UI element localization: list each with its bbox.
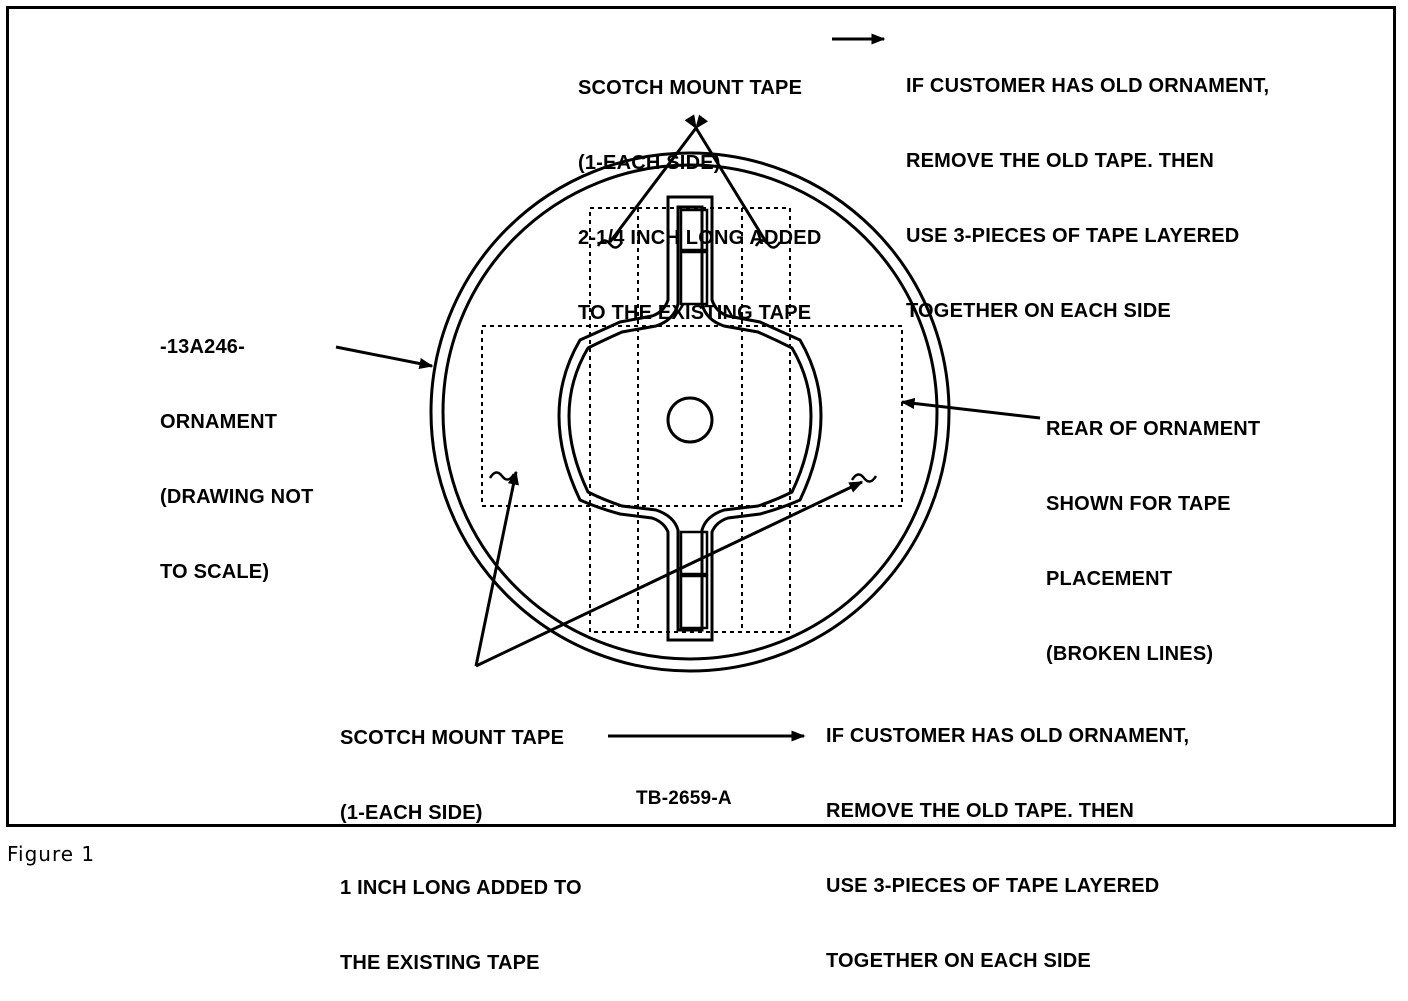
bottom-old-ornament-note: IF CUSTOMER HAS OLD ORNAMENT, REMOVE THE… xyxy=(826,674,1189,999)
text-line: (BROKEN LINES) xyxy=(1046,643,1214,665)
ornament-diagram xyxy=(335,33,1041,742)
text-line: PLACEMENT xyxy=(1046,568,1173,590)
ornament-part-label: -13A246- ORNAMENT (DRAWING NOT TO SCALE) xyxy=(160,285,314,610)
text-line: SCOTCH MOUNT TAPE xyxy=(340,727,565,749)
text-line: TO SCALE) xyxy=(160,561,270,583)
figure-frame xyxy=(6,6,1396,827)
text-line: ORNAMENT xyxy=(160,411,278,433)
tape-placement-dashed-areas xyxy=(481,207,903,633)
text-line: -13A246- xyxy=(160,336,245,358)
text-line: TO THE EXISTING TAPE xyxy=(578,302,812,324)
text-line: TOGETHER ON EACH SIDE xyxy=(826,950,1091,972)
figure-caption: Figure 1 xyxy=(7,842,96,866)
rear-view-label: REAR OF ORNAMENT SHOWN FOR TAPE PLACEMEN… xyxy=(1046,367,1260,692)
top-tape-label: SCOTCH MOUNT TAPE (1-EACH SIDE) 2-1/4 IN… xyxy=(578,26,822,351)
text-line: REMOVE THE OLD TAPE. THEN xyxy=(906,150,1214,172)
text-line: IF CUSTOMER HAS OLD ORNAMENT, xyxy=(826,725,1190,747)
ornament-inner-ring xyxy=(441,163,939,661)
text-line: USE 3-PIECES OF TAPE LAYERED xyxy=(826,875,1160,897)
text-line: SCOTCH MOUNT TAPE xyxy=(578,77,803,99)
text-line: IF CUSTOMER HAS OLD ORNAMENT, xyxy=(906,75,1270,97)
text-line: REAR OF ORNAMENT xyxy=(1046,418,1261,440)
text-line: 2-1/4 INCH LONG ADDED xyxy=(578,227,822,249)
text-line: THE EXISTING TAPE xyxy=(340,952,540,974)
text-line: (1-EACH SIDE) xyxy=(340,802,483,824)
drawing-number: TB-2659-A xyxy=(636,788,732,809)
text-line: 1 INCH LONG ADDED TO xyxy=(340,877,582,899)
text-line: (1-EACH SIDE) xyxy=(578,152,721,174)
bottom-tape-label: SCOTCH MOUNT TAPE (1-EACH SIDE) 1 INCH L… xyxy=(340,676,582,1001)
leader-arrows xyxy=(335,33,1041,742)
text-line: TOGETHER ON EACH SIDE xyxy=(906,300,1171,322)
text-line: USE 3-PIECES OF TAPE LAYERED xyxy=(906,225,1240,247)
text-line: REMOVE THE OLD TAPE. THEN xyxy=(826,800,1134,822)
ornament-outer-ring xyxy=(429,151,951,673)
text-line: SHOWN FOR TAPE xyxy=(1046,493,1231,515)
top-old-ornament-note: IF CUSTOMER HAS OLD ORNAMENT, REMOVE THE… xyxy=(906,24,1269,349)
ornament-center-plate xyxy=(557,195,823,642)
text-line: (DRAWING NOT xyxy=(160,486,314,508)
